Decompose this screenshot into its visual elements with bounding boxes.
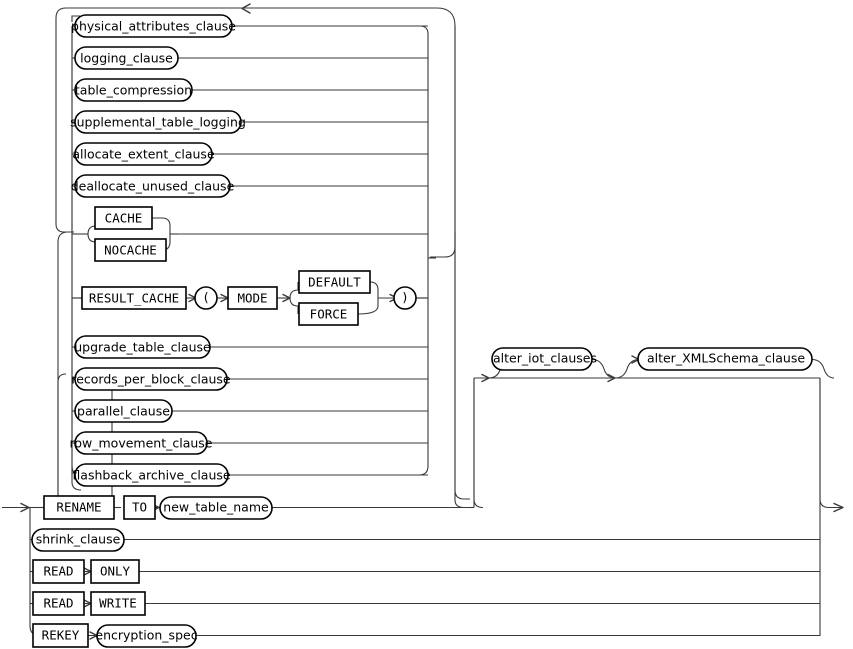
node-supplemental-table-logging[interactable]: supplemental_table_logging xyxy=(70,110,246,134)
node-label: TO xyxy=(132,500,147,515)
node-flashback-archive-clause[interactable]: flashback_archive_clause xyxy=(72,463,231,487)
node-new-table-name[interactable]: new_table_name xyxy=(159,496,273,520)
node-label: physical_attributes_clause xyxy=(71,19,236,34)
node-write-keyword[interactable]: WRITE xyxy=(90,591,146,616)
node-label: READ xyxy=(43,596,73,611)
node-label: FORCE xyxy=(310,307,348,322)
node-default-keyword[interactable]: DEFAULT xyxy=(298,270,371,294)
node-upgrade-table-clause[interactable]: upgrade_table_clause xyxy=(74,335,211,359)
node-label: parallel_clause xyxy=(77,404,170,419)
node-label: shrink_clause xyxy=(36,532,121,547)
node-label: ONLY xyxy=(100,564,131,579)
node-shape-circle xyxy=(194,286,218,310)
node-shape-rounded xyxy=(74,14,233,38)
node-label: NOCACHE xyxy=(104,243,157,258)
node-shape-box xyxy=(94,206,153,230)
node-label: table_compression xyxy=(75,83,192,98)
node-cache-keyword[interactable]: CACHE xyxy=(94,206,153,230)
node-shape-box xyxy=(32,559,85,584)
node-shape-rounded xyxy=(491,347,593,371)
node-shape-box xyxy=(90,559,140,584)
node-shape-rounded xyxy=(74,142,213,166)
node-shape-box xyxy=(43,495,115,520)
node-alter-xmlschema-clause[interactable]: alter_XMLSchema_clause xyxy=(637,347,813,371)
node-label: flashback_archive_clause xyxy=(72,468,230,483)
node-shape-box xyxy=(298,270,371,294)
node-shape-rounded xyxy=(74,110,242,134)
node-shape-circle xyxy=(393,286,417,310)
node-label: RESULT_CACHE xyxy=(89,291,179,306)
node-mode-keyword[interactable]: MODE xyxy=(227,286,278,310)
node-label: logging_clause xyxy=(80,51,173,66)
node-allocate-extent-clause[interactable]: allocate_extent_clause xyxy=(72,142,215,166)
node-label: DEFAULT xyxy=(308,275,361,290)
node-shape-rounded xyxy=(74,399,173,423)
node-label: supplemental_table_logging xyxy=(70,115,246,130)
node-read-keyword-only[interactable]: READ xyxy=(32,559,85,584)
node-shape-box xyxy=(227,286,278,310)
node-label: new_table_name xyxy=(163,500,269,515)
node-parallel-clause[interactable]: parallel_clause xyxy=(74,399,173,423)
node-shape-box xyxy=(81,286,187,310)
node-result-cache-keyword[interactable]: RESULT_CACHE xyxy=(81,286,187,310)
node-shape-box xyxy=(32,591,85,616)
node-label: ) xyxy=(401,290,409,305)
node-label: upgrade_table_clause xyxy=(74,340,211,355)
node-records-per-block-clause[interactable]: records_per_block_clause xyxy=(71,367,231,391)
node-deallocate-unused-clause[interactable]: deallocate_unused_clause xyxy=(71,174,235,198)
node-right-paren[interactable]: ) xyxy=(393,286,417,310)
node-shape-box xyxy=(32,623,89,648)
node-left-paren[interactable]: ( xyxy=(194,286,218,310)
node-shape-rounded xyxy=(31,528,125,552)
node-row-movement-clause[interactable]: row_movement_clause xyxy=(70,431,213,455)
node-only-keyword[interactable]: ONLY xyxy=(90,559,140,584)
node-shape-rounded xyxy=(74,335,211,359)
node-table-compression[interactable]: table_compression xyxy=(74,78,193,102)
rail-lines xyxy=(2,3,844,640)
node-label: deallocate_unused_clause xyxy=(71,179,235,194)
node-label: allocate_extent_clause xyxy=(72,147,215,162)
node-physical-attributes-clause[interactable]: physical_attributes_clause xyxy=(71,14,236,38)
node-label: encryption_spec xyxy=(95,628,197,643)
node-shape-rounded xyxy=(74,367,228,391)
node-to-keyword[interactable]: TO xyxy=(123,495,156,520)
node-shrink-clause[interactable]: shrink_clause xyxy=(31,528,125,552)
node-label: RENAME xyxy=(56,500,101,515)
node-label: ( xyxy=(202,290,210,305)
node-label: REKEY xyxy=(42,628,80,643)
node-force-keyword[interactable]: FORCE xyxy=(298,302,359,326)
node-label: records_per_block_clause xyxy=(71,372,231,387)
node-shape-rounded xyxy=(74,46,179,70)
node-read-keyword-write[interactable]: READ xyxy=(32,591,85,616)
node-label: alter_iot_clauses xyxy=(493,351,597,366)
node-label: alter_XMLSchema_clause xyxy=(647,351,805,366)
node-shape-rounded xyxy=(74,431,208,455)
node-shape-box xyxy=(90,591,146,616)
node-shape-rounded xyxy=(159,496,273,520)
node-nocache-keyword[interactable]: NOCACHE xyxy=(94,238,167,262)
node-logging-clause[interactable]: logging_clause xyxy=(74,46,179,70)
node-label: CACHE xyxy=(105,211,143,226)
node-label: row_movement_clause xyxy=(70,436,213,451)
node-shape-box xyxy=(123,495,156,520)
node-rename-keyword[interactable]: RENAME xyxy=(43,495,115,520)
node-shape-rounded xyxy=(74,174,231,198)
node-shape-box xyxy=(94,238,167,262)
node-shape-rounded xyxy=(74,463,229,487)
node-alter-iot-clauses[interactable]: alter_iot_clauses xyxy=(491,347,597,371)
node-encryption-spec[interactable]: encryption_spec xyxy=(95,624,198,648)
node-shape-rounded xyxy=(637,347,813,371)
node-label: MODE xyxy=(237,291,267,306)
node-shape-box xyxy=(298,302,359,326)
node-shape-rounded xyxy=(74,78,193,102)
node-shape-rounded xyxy=(96,624,197,648)
node-label: READ xyxy=(43,564,73,579)
node-rekey-keyword[interactable]: REKEY xyxy=(32,623,89,648)
node-label: WRITE xyxy=(99,596,137,611)
